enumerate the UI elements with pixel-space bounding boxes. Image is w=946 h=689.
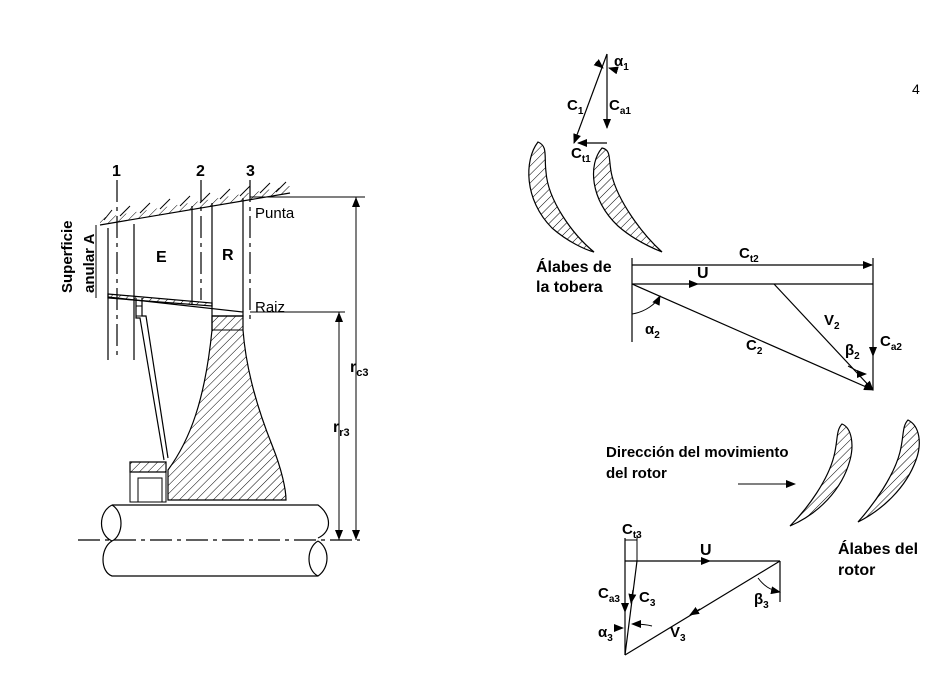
nozzle-blade-2 (592, 147, 663, 253)
casing-hatch (99, 181, 291, 226)
ct3-label: Ct3 (622, 521, 642, 541)
rotor-disc (167, 315, 287, 501)
u2-label: U (697, 265, 709, 282)
root-label: Raiz (255, 299, 285, 316)
alpha1-label: α1 (614, 53, 629, 73)
bearing-block (129, 471, 167, 503)
annulus-label-line2: anular A (81, 233, 98, 293)
c2-label: C2 (746, 337, 763, 357)
rotor-blades-label-line1: Álabes del (838, 539, 918, 558)
beta2-label: β2 (845, 342, 860, 362)
ca2-label: Ca2 (880, 333, 902, 353)
rotor-label: R (222, 247, 234, 264)
nozzle-blade-1 (528, 141, 595, 253)
ct2-label: Ct2 (739, 245, 759, 265)
v2-vector (773, 283, 874, 391)
beta2-arc (847, 365, 867, 378)
ca1-label: Ca1 (609, 97, 631, 117)
beta3-label: β3 (754, 591, 769, 611)
c1-vector (573, 53, 608, 144)
nozzle-inlet-triangle (573, 53, 619, 147)
ca3-label: Ca3 (598, 585, 620, 605)
direction-label-line2: del rotor (606, 465, 667, 482)
radius-dimensions (335, 197, 360, 540)
velocity-triangle-3 (614, 535, 781, 656)
velocity-triangle-2 (631, 258, 877, 391)
stator-root-block (135, 305, 143, 317)
ct1-label: Ct1 (571, 145, 591, 165)
rotor-blades-label-line2: rotor (838, 562, 875, 579)
rotor-root-block (211, 315, 244, 331)
rotor-blade-1 (789, 423, 853, 527)
rc3-label: rc3 (350, 359, 368, 379)
stator-label: E (156, 249, 167, 266)
rr3-label: rr3 (333, 419, 350, 439)
alpha1-arrow-right (608, 66, 619, 75)
nozzle-blades-label-line1: Álabes de (536, 257, 612, 276)
tip-label: Punta (255, 205, 295, 222)
alpha3-label: α3 (598, 624, 613, 644)
alpha2-arc (631, 295, 661, 315)
c3-line (624, 560, 638, 656)
v3-line (624, 560, 781, 656)
annulus-label-line1: Superficie (59, 220, 76, 293)
stator-stem-right (141, 298, 169, 459)
direction-label-line1: Dirección del movimiento (606, 444, 789, 461)
station-1-label: 1 (112, 163, 121, 180)
station-3-label: 3 (246, 163, 255, 180)
alpha1-arrow-left (593, 59, 604, 69)
rotor-blade-2 (857, 419, 920, 523)
nozzle-blades-label-line2: la tobera (536, 279, 603, 296)
v3-arrow (689, 606, 701, 616)
stator-stem-left (135, 298, 165, 461)
bearing-inner-block (137, 477, 163, 503)
beta3-arc (757, 577, 781, 595)
alpha2-label: α2 (645, 321, 660, 341)
shaft (78, 504, 360, 577)
c2-vector (631, 283, 874, 391)
v2-label: V2 (824, 312, 840, 332)
c3-label: C3 (639, 589, 656, 609)
meridional-section: 1 2 3 E R Punta Raiz Superficie anular A (59, 163, 368, 577)
c1-label: C1 (567, 97, 584, 117)
bearing-top-hatch (129, 461, 167, 473)
alpha3-arrow-right (631, 620, 653, 629)
u3-label: U (700, 542, 712, 559)
page-number: 4 (912, 81, 920, 97)
hub-platform (107, 293, 213, 307)
v3-label: V3 (670, 624, 686, 644)
station-2-label: 2 (196, 163, 205, 180)
c3-arrow (628, 589, 637, 604)
